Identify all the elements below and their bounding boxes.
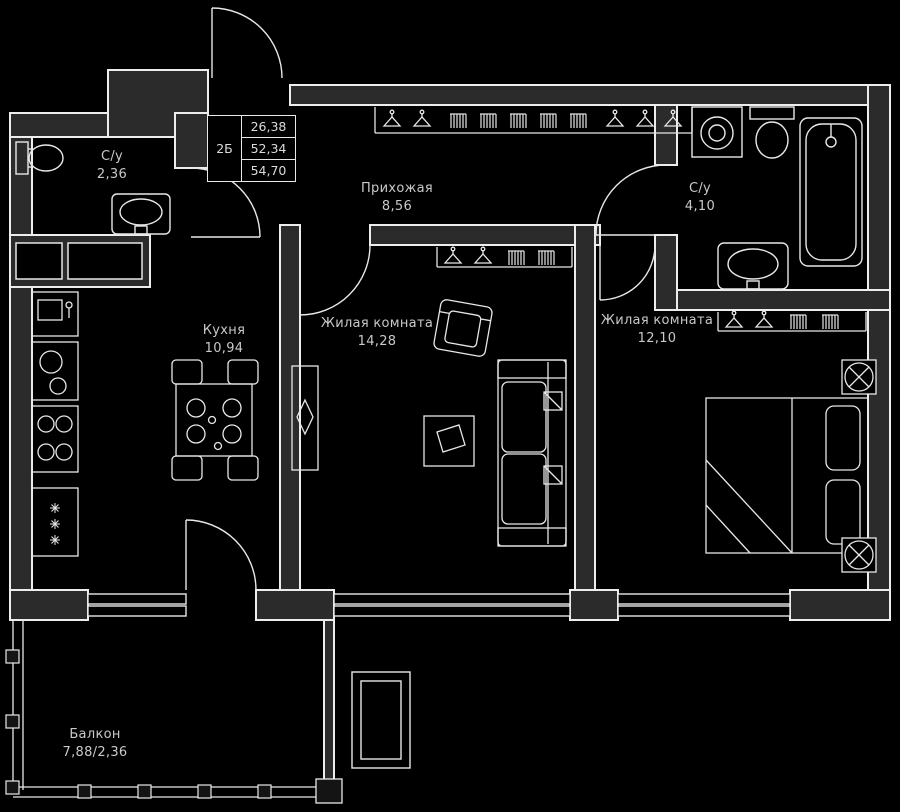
stove-icon (31, 405, 79, 473)
armchair-icon (433, 299, 493, 357)
bathtub-icon (799, 117, 863, 267)
sofa-icon (497, 359, 567, 547)
fridge-icon (31, 487, 79, 557)
window-icon (333, 593, 571, 617)
toilet-icon (749, 106, 795, 159)
room2-door-arc-icon (599, 244, 656, 301)
area-value: 26,38 (242, 116, 295, 138)
walls-layer (9, 69, 891, 789)
bathroom2-door-arc-icon (595, 164, 667, 236)
balcony-railing-icon (5, 620, 343, 804)
window-icon (617, 593, 791, 617)
bed-icon (705, 397, 869, 554)
duct-shaft-icon (15, 242, 143, 280)
window-detail-icon (351, 671, 411, 769)
toilet-icon (15, 141, 64, 175)
washing-machine-icon (691, 106, 743, 158)
area-table: 2Б 26,38 52,34 54,70 (207, 115, 296, 182)
dining-table-icon (171, 359, 259, 481)
ventilation-icon (841, 537, 877, 573)
kitchen-sink-icon (31, 291, 79, 337)
coffee-table-icon (423, 415, 475, 467)
room1-door-arc-icon (299, 244, 371, 316)
chair-icon (227, 359, 259, 385)
windows-layer (87, 593, 791, 769)
hob-icon (31, 341, 79, 401)
chair-icon (171, 359, 203, 385)
chair-icon (227, 455, 259, 481)
bathroom1-door-arc-icon (190, 167, 261, 238)
ventilation-icon (841, 359, 877, 395)
area-value: 52,34 (242, 138, 295, 160)
sink-icon (717, 242, 789, 290)
area-value: 54,70 (250, 163, 287, 178)
window-icon (87, 593, 187, 617)
balcony-door-arc-icon (185, 519, 257, 591)
sink-icon (111, 193, 171, 235)
tv-console-icon (291, 365, 319, 471)
doors-layer (185, 7, 667, 591)
area-values: 26,38 52,34 54,70 (242, 116, 295, 181)
wardrobe-hangers-icon (717, 310, 867, 332)
wardrobe-hangers-icon (436, 246, 573, 268)
chair-icon (171, 455, 203, 481)
coat-rack-icon (374, 107, 693, 134)
unit-type-label: 2Б (208, 116, 242, 181)
entrance-door-arc-icon (211, 7, 283, 79)
